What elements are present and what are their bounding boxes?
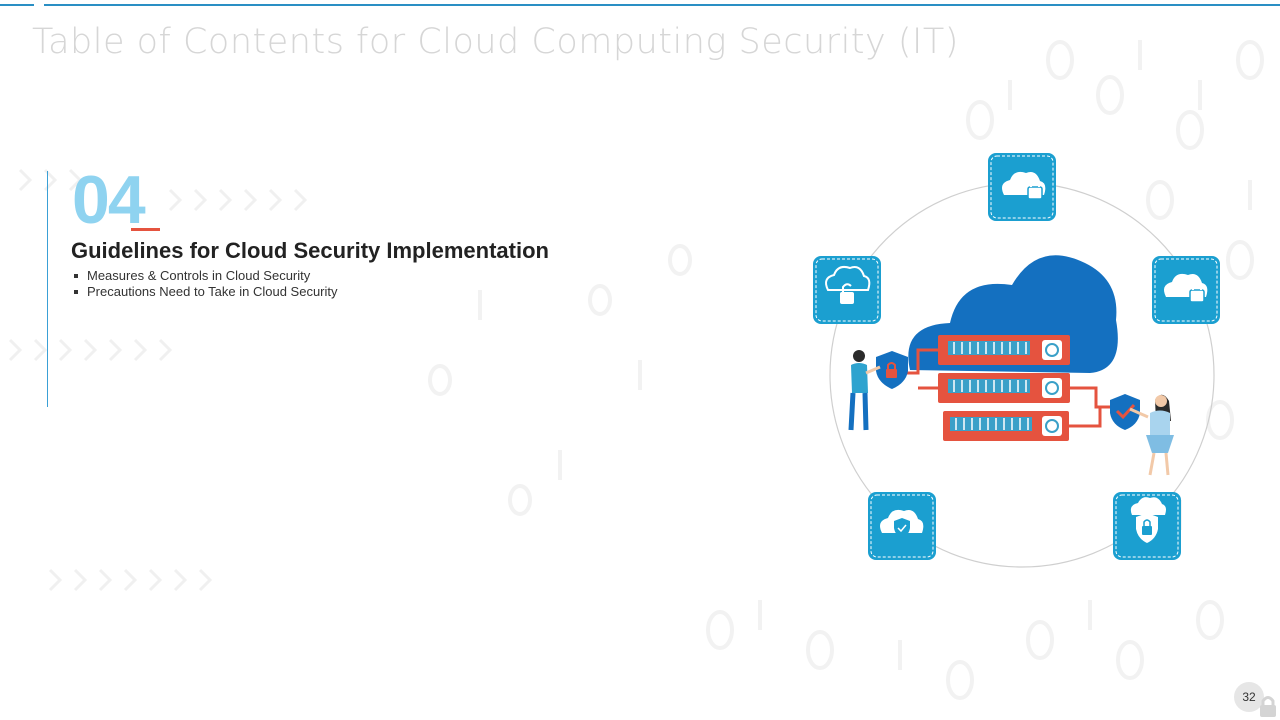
page-number-badge — [1234, 682, 1264, 712]
cloud-lock-icon — [1152, 256, 1220, 324]
cloud-security-illustration — [813, 153, 1220, 568]
slide-title: Table of Contents for Cloud Computing Se… — [32, 22, 959, 62]
cloud-shield-lock-icon — [1113, 492, 1181, 560]
list-item: Precautions Need to Take in Cloud Securi… — [74, 284, 338, 300]
top-rule-long — [44, 4, 1280, 6]
page-number: 32 — [1242, 690, 1256, 704]
bullet-icon — [74, 274, 78, 278]
list-item: Measures & Controls in Cloud Security — [74, 268, 338, 284]
section-number: 04 — [72, 162, 146, 238]
section-accent-bar — [47, 171, 48, 407]
cloud-lock-icon — [988, 153, 1056, 221]
cloud-shield-icon — [868, 492, 936, 560]
section-heading: Guidelines for Cloud Security Implementa… — [71, 238, 549, 263]
top-rule-short — [0, 4, 34, 6]
server-rack-icon — [938, 335, 1070, 441]
shield-lock-icon — [876, 351, 908, 389]
bullet-icon — [74, 290, 78, 294]
person-icon — [848, 350, 881, 431]
section-number-underline — [131, 228, 160, 231]
person-icon — [1129, 394, 1174, 476]
cloud-unlock-icon — [813, 256, 881, 324]
lock-icon — [1260, 696, 1276, 717]
section-item-list: Measures & Controls in Cloud Security Pr… — [74, 268, 338, 300]
